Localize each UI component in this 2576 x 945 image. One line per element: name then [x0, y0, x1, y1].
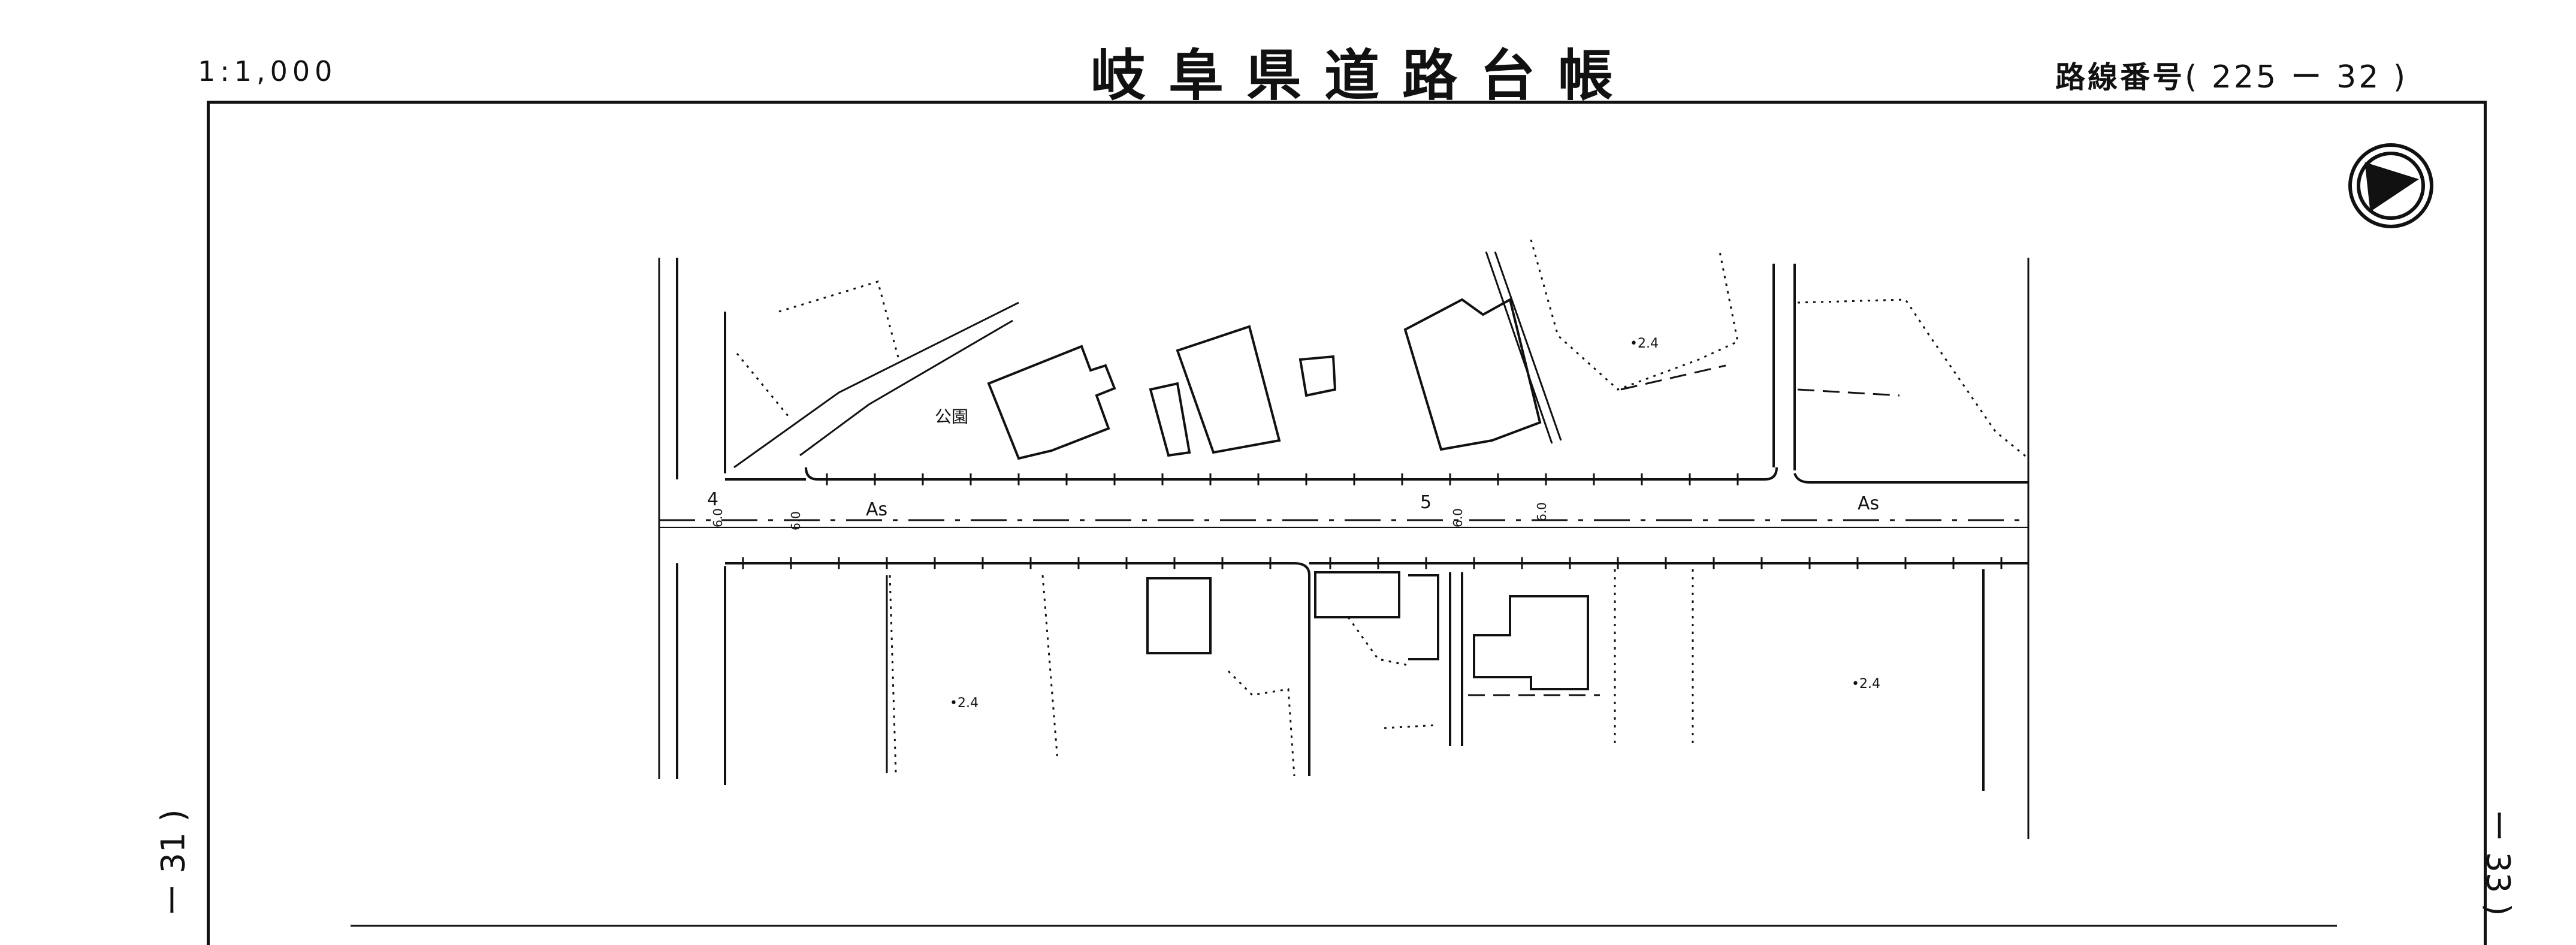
- road-width-label-2: 6.0: [789, 511, 803, 530]
- map-frame: [207, 101, 2487, 945]
- elevation-label-3: •2.4: [1852, 677, 1880, 692]
- road-width-label-3: 6.0: [1451, 508, 1465, 527]
- page-title: 岐阜県道路台帳: [1091, 44, 1636, 108]
- park-label: 公園: [935, 407, 968, 427]
- north-arrow-icon: [2348, 143, 2433, 228]
- station-label-5: 5: [1420, 492, 1432, 513]
- road-width-label-1: 6.0: [711, 508, 725, 527]
- elevation-label-2: •2.4: [950, 696, 979, 711]
- route-number-label: 路線番号: [2055, 60, 2185, 95]
- road-surface-label-right: As: [1858, 493, 1879, 514]
- road-surface-label-left: As: [866, 499, 887, 520]
- road-width-label-4: 6.0: [1535, 502, 1549, 521]
- elevation-label-1: •2.4: [1630, 336, 1659, 351]
- route-number-value: ( 225 ー 32 ): [2185, 59, 2408, 95]
- station-label-4: 4: [707, 489, 718, 510]
- map-scale: 1:1,000: [198, 55, 337, 87]
- route-number: 路線番号( 225 ー 32 ): [2055, 52, 2408, 96]
